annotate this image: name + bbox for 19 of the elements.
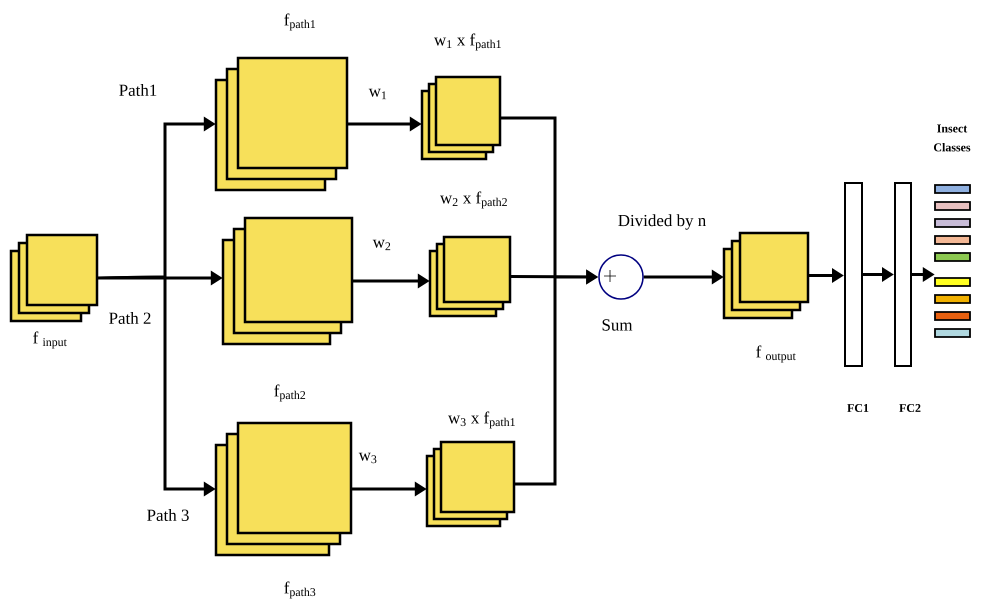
node-label: f $_{input}$ bbox=[33, 331, 67, 349]
node-label: w$_{2}$ x f$_{path2}$ bbox=[440, 191, 507, 209]
node-label: f $_{output}$ bbox=[756, 345, 796, 363]
edge-label: w$_{3}$ bbox=[358, 452, 376, 464]
edge-label: w$_{2}$ bbox=[372, 240, 390, 250]
node-label: Sum bbox=[602, 319, 632, 331]
node-label: w$_{1}$ x f$_{path1}$ bbox=[434, 33, 501, 51]
node-label: FC1 bbox=[847, 404, 868, 412]
node-label: w$_{3}$ x f$_{path1}$ bbox=[448, 411, 515, 429]
edge-label: Path 2 bbox=[109, 312, 150, 324]
node-label: f$_{path1}$ bbox=[284, 13, 316, 31]
node-label: Insect Classes bbox=[934, 124, 970, 152]
node-label: FC2 bbox=[899, 404, 920, 412]
edge-label: Path1 bbox=[119, 84, 156, 96]
edge-label: Path 3 bbox=[147, 509, 189, 521]
edge-label: Divided by n bbox=[618, 214, 706, 230]
edge-label: w$_{1}$ bbox=[368, 88, 386, 100]
node-label: f$_{path3}$ bbox=[284, 581, 316, 599]
node-label: f$_{path2}$ bbox=[274, 384, 306, 402]
